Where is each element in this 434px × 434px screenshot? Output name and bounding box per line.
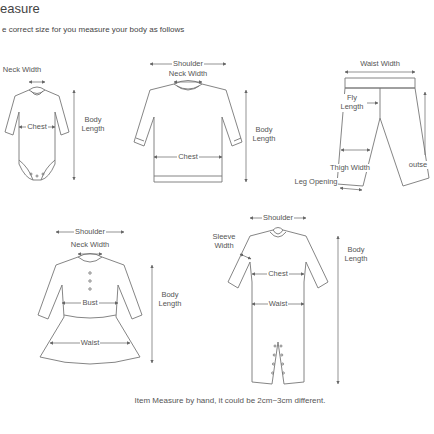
measure-label: Waist — [80, 339, 100, 348]
measure-label: Neck Width — [2, 66, 42, 75]
measure-label: Waist — [268, 300, 288, 309]
snap-dot — [274, 345, 276, 347]
measure-label: Chest — [26, 123, 48, 132]
snap-dot — [272, 363, 274, 365]
snap-dot — [272, 372, 274, 374]
measure-label: Neck Width — [70, 241, 110, 250]
measure-label: Chest — [177, 153, 199, 162]
measure-label: Thigh Width — [329, 164, 371, 173]
measure-label: Body Length — [248, 126, 280, 143]
measure-label: outse — [408, 161, 428, 170]
measure-label: Body Length — [77, 116, 109, 133]
measure-label: Waist Width — [359, 60, 401, 69]
caption-note: Item Measure by hand, it could be 2cm~3c… — [135, 396, 326, 405]
subtitle-text: e correct size for you measure your body… — [1, 25, 185, 34]
measure-label: Chest — [267, 270, 289, 279]
measure-label: Leg Opening — [294, 178, 339, 187]
measure-label: Body Length — [340, 246, 372, 263]
measure-label: Shoulder — [172, 60, 204, 69]
snap-dot — [282, 363, 284, 365]
measure-label: Neck Width — [168, 70, 208, 79]
snap-dot — [281, 354, 283, 356]
measure-label: Shoulder — [74, 228, 106, 237]
shirt-outline — [134, 81, 242, 183]
measure-label: Shoulder — [262, 214, 294, 223]
snap-dot — [273, 354, 275, 356]
measure-arrows — [19, 64, 425, 384]
page-title: easure — [0, 1, 40, 16]
snap-dot — [282, 372, 284, 374]
measure-label: Body Length — [154, 291, 186, 308]
romper-outline — [228, 228, 328, 385]
measure-label: Sleeve Width — [209, 233, 239, 250]
bodysuit-outline — [5, 87, 69, 180]
dress-outline — [38, 254, 142, 365]
measure-label: Bust — [81, 299, 98, 308]
measure-label: Fly Length — [337, 94, 367, 111]
snap-dot — [280, 345, 282, 347]
